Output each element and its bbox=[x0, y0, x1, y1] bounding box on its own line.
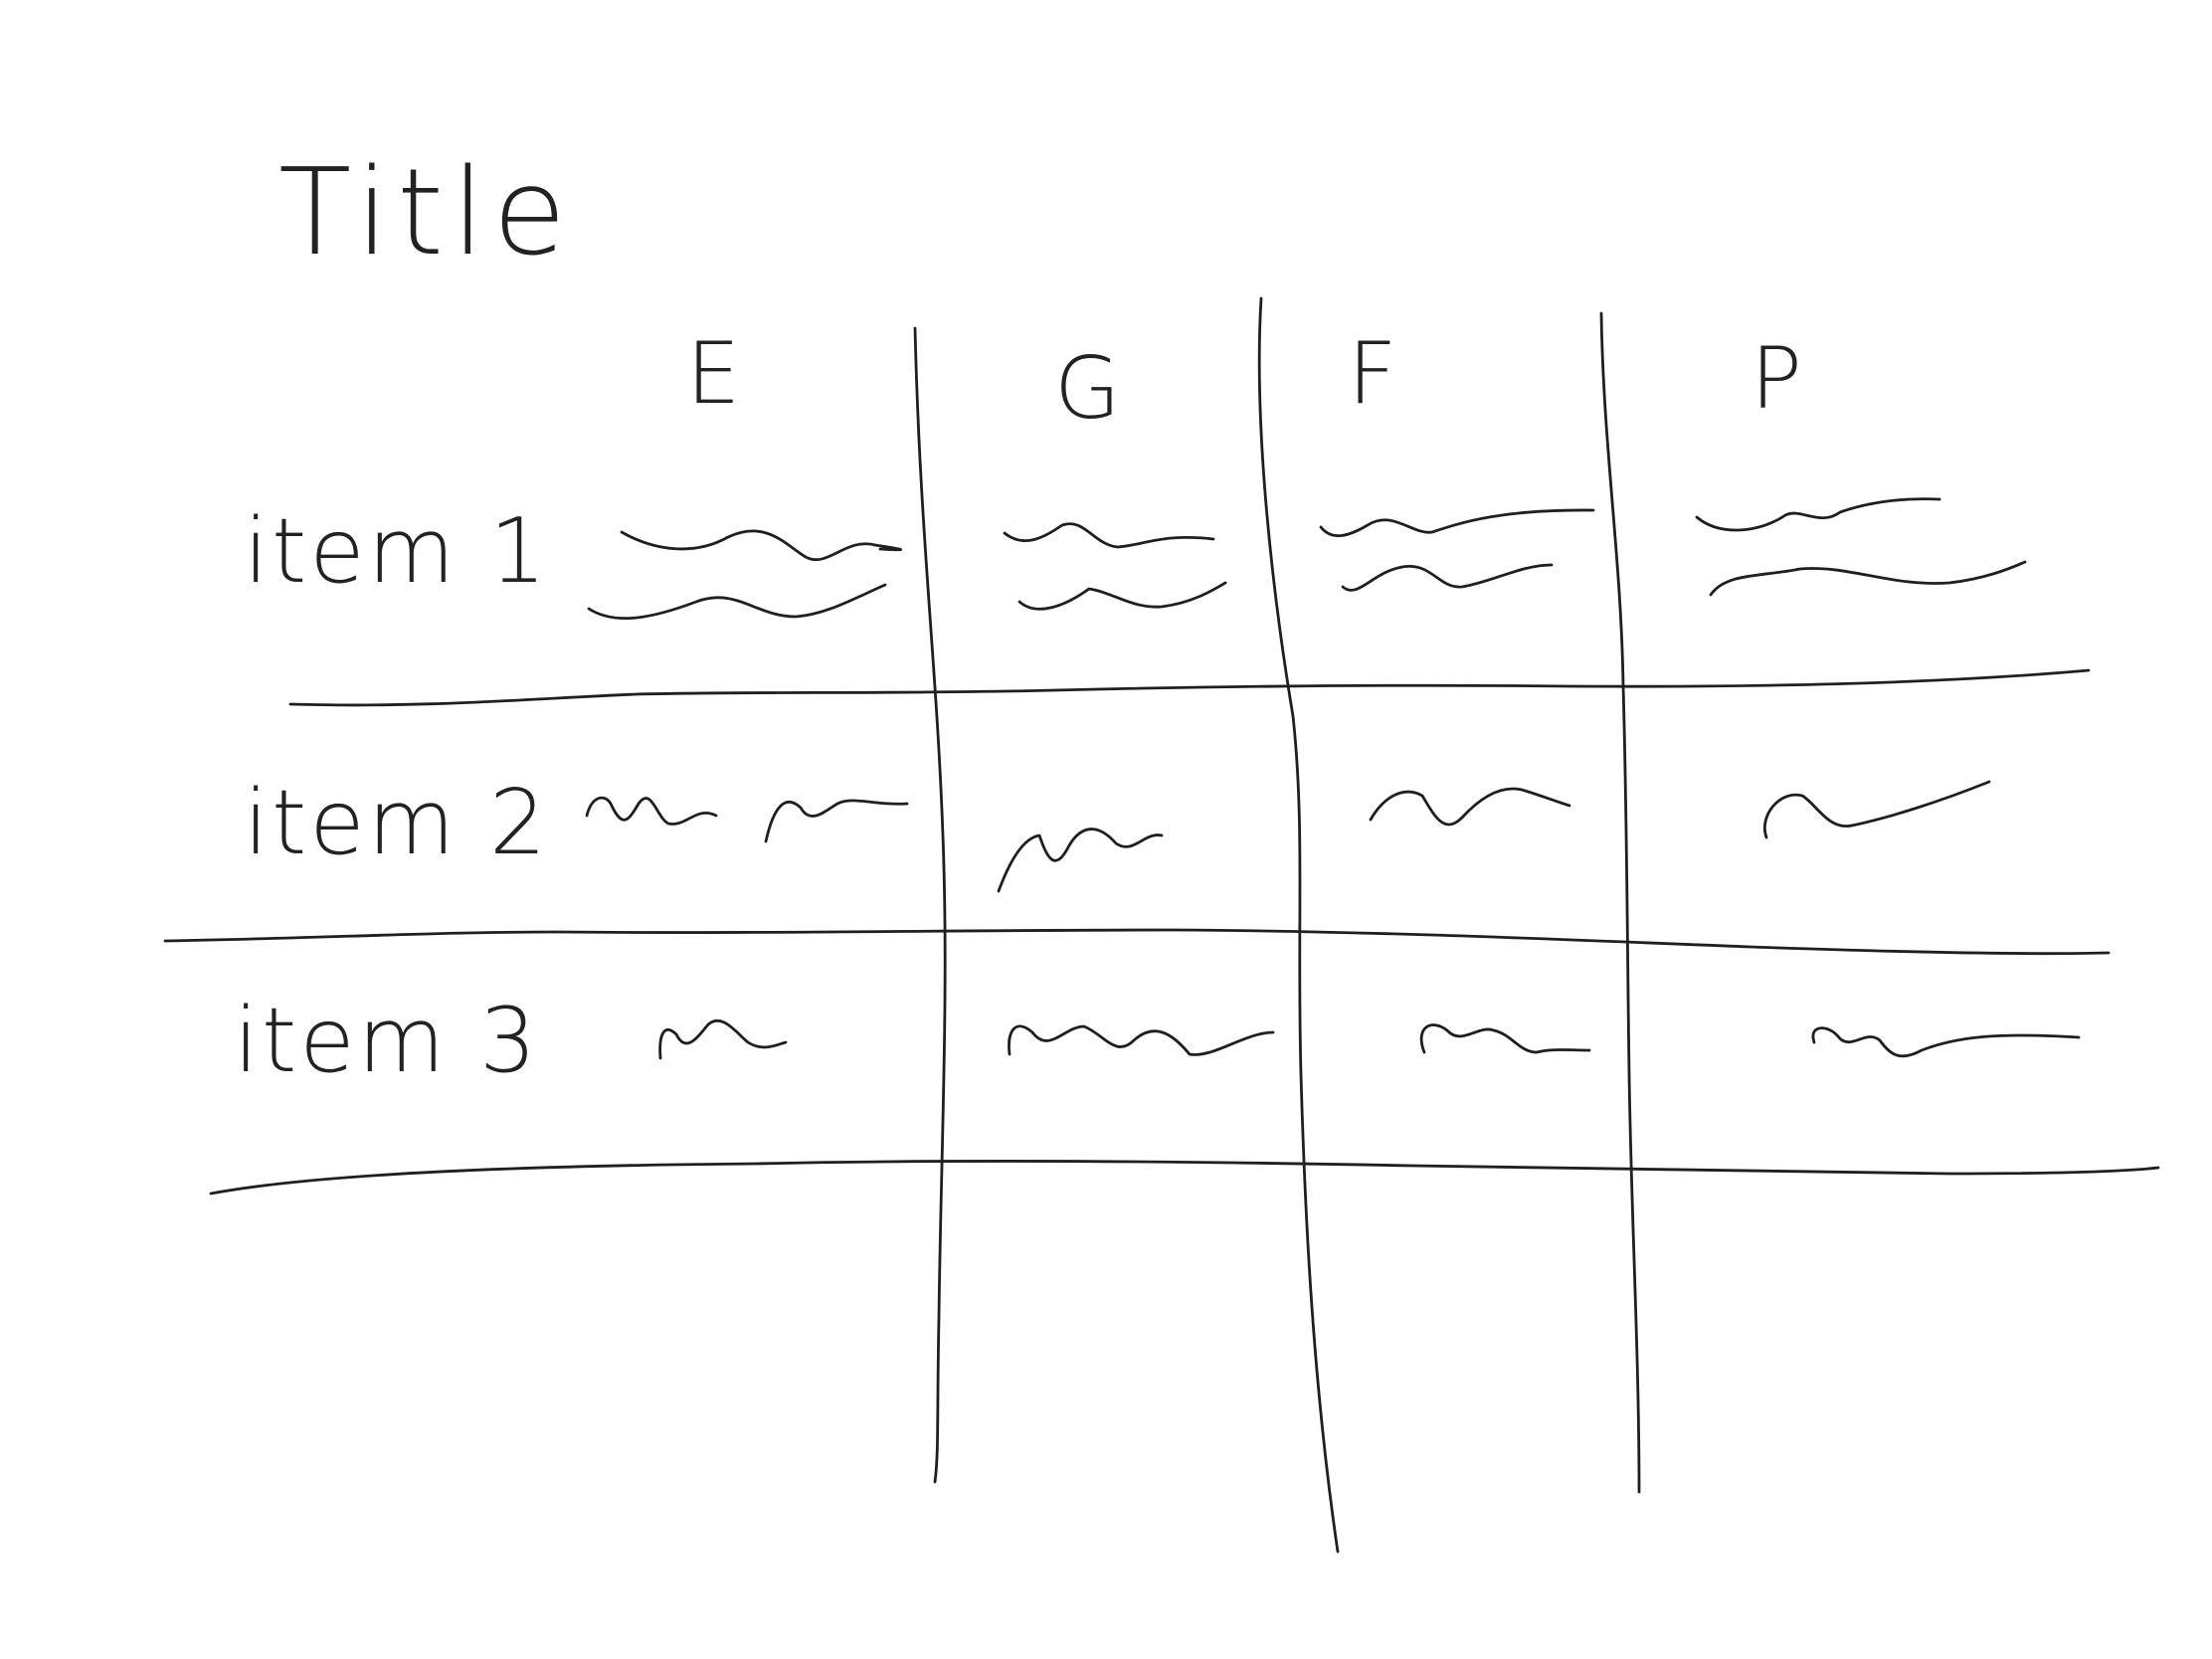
horizontal-divider-3 bbox=[209, 1159, 2160, 1196]
horizontal-divider-1 bbox=[288, 668, 2091, 707]
column-header-f: F bbox=[1348, 324, 1396, 424]
cell-scribble bbox=[1419, 1023, 1591, 1054]
cell-scribble bbox=[997, 828, 1164, 893]
vertical-divider-3 bbox=[1599, 311, 1641, 1494]
cell-scribble bbox=[1017, 581, 1227, 611]
page-title: Title bbox=[278, 144, 574, 282]
cell-scribble bbox=[587, 583, 887, 621]
row-label-item-1: item 1 bbox=[244, 499, 549, 604]
cell-scribble bbox=[658, 1018, 788, 1060]
row-label-item-2: item 2 bbox=[244, 771, 549, 875]
cell-scribble bbox=[1709, 560, 2027, 597]
cell-scribble bbox=[1763, 780, 1991, 839]
cell-scribble bbox=[1695, 497, 1941, 532]
cell-scribble bbox=[585, 796, 718, 826]
cell-scribble bbox=[1341, 563, 1554, 592]
row-label-item-3: item 3 bbox=[234, 989, 539, 1093]
cell-scribble bbox=[620, 529, 902, 561]
column-header-p: P bbox=[1751, 329, 1802, 429]
cell-scribble bbox=[1008, 1024, 1275, 1056]
horizontal-divider-2 bbox=[163, 928, 2111, 956]
column-header-g: G bbox=[1054, 339, 1121, 439]
cell-scribble bbox=[1003, 522, 1215, 549]
cell-scribble bbox=[1369, 787, 1571, 827]
cell-scribble bbox=[764, 799, 909, 843]
cell-scribble bbox=[1319, 508, 1595, 537]
column-header-e: E bbox=[686, 324, 740, 424]
vertical-divider-1 bbox=[913, 326, 947, 1484]
cell-scribble bbox=[1811, 1026, 2081, 1058]
vertical-divider-2 bbox=[1257, 296, 1340, 1554]
